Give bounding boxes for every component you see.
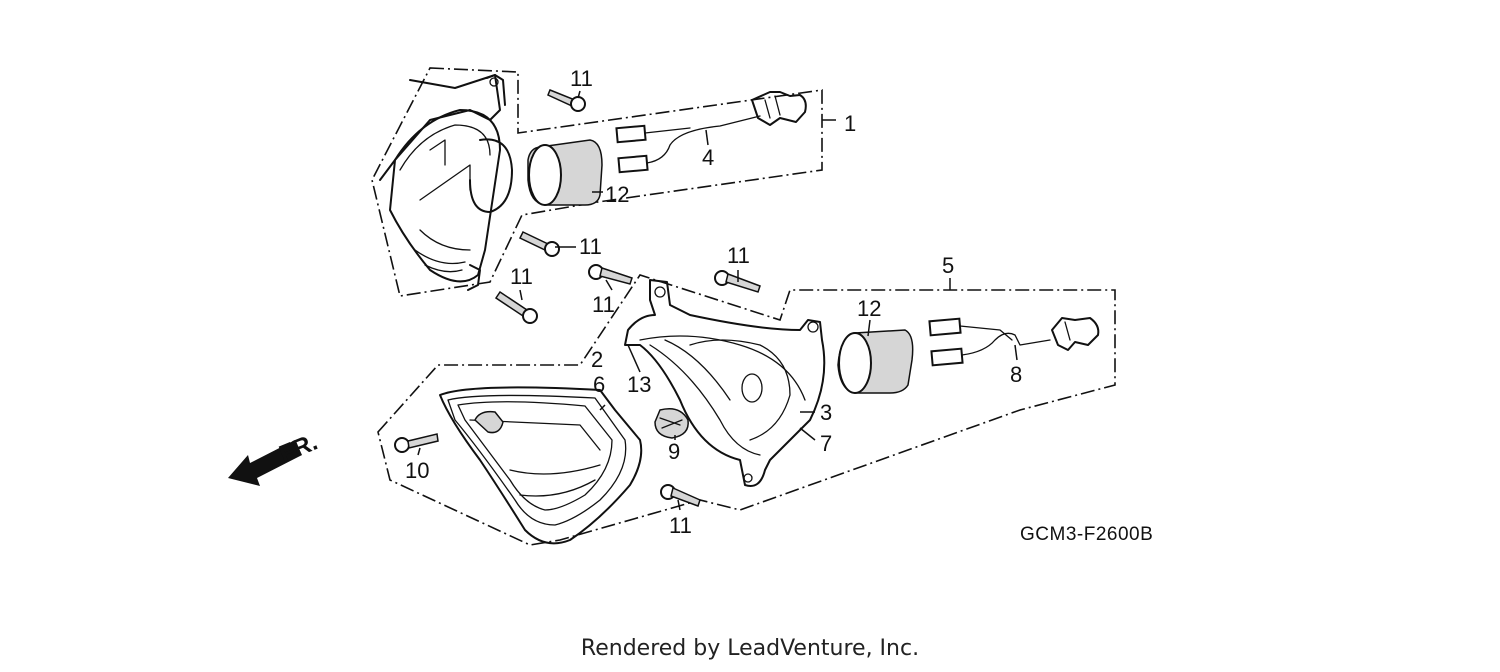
callout-13: 13 bbox=[627, 372, 651, 397]
callout-4: 4 bbox=[702, 145, 714, 170]
callout-11: 11 bbox=[510, 264, 533, 289]
callout-11: 11 bbox=[669, 513, 692, 538]
callout-12: 12 bbox=[857, 296, 881, 321]
screw-lower-1 bbox=[588, 264, 633, 285]
callout-1: 1 bbox=[844, 111, 856, 136]
lens bbox=[439, 386, 643, 545]
screw-upper-2 bbox=[518, 231, 560, 257]
upper-housing bbox=[371, 67, 823, 297]
front-direction-arrow bbox=[228, 440, 302, 486]
bulb bbox=[654, 408, 689, 439]
callout-11: 11 bbox=[592, 292, 615, 317]
front-direction-label: FR. bbox=[275, 429, 321, 469]
footer-credit: Rendered by LeadVenture, Inc. bbox=[580, 636, 920, 661]
callout-9: 9 bbox=[668, 439, 680, 464]
leader-lines bbox=[417, 90, 1018, 511]
callout-3: 3 bbox=[820, 400, 832, 425]
wire-harness-lower bbox=[928, 317, 1100, 367]
screw-lens-10 bbox=[394, 433, 439, 453]
callout-11: 11 bbox=[579, 234, 602, 259]
wire-harness-upper bbox=[615, 91, 807, 174]
callout-7: 7 bbox=[820, 431, 832, 456]
lower-housing bbox=[377, 274, 1116, 546]
screw-lower-2 bbox=[714, 270, 761, 293]
callout-5: 5 bbox=[942, 253, 954, 278]
socket-ring-upper bbox=[527, 139, 603, 206]
callout-10: 10 bbox=[405, 458, 429, 483]
diagram-code: GCM3-F2600B bbox=[1020, 524, 1153, 545]
screw-upper-1 bbox=[547, 89, 586, 112]
callout-11: 11 bbox=[570, 66, 593, 91]
callout-11: 11 bbox=[727, 243, 750, 268]
socket-ring-lower bbox=[837, 329, 914, 394]
callout-2: 2 bbox=[591, 347, 603, 372]
screw-lower-3 bbox=[660, 484, 701, 507]
callout-6: 6 bbox=[593, 372, 605, 397]
callout-8: 8 bbox=[1010, 362, 1022, 387]
screw-upper-3 bbox=[494, 290, 538, 324]
callout-12: 12 bbox=[605, 182, 629, 207]
